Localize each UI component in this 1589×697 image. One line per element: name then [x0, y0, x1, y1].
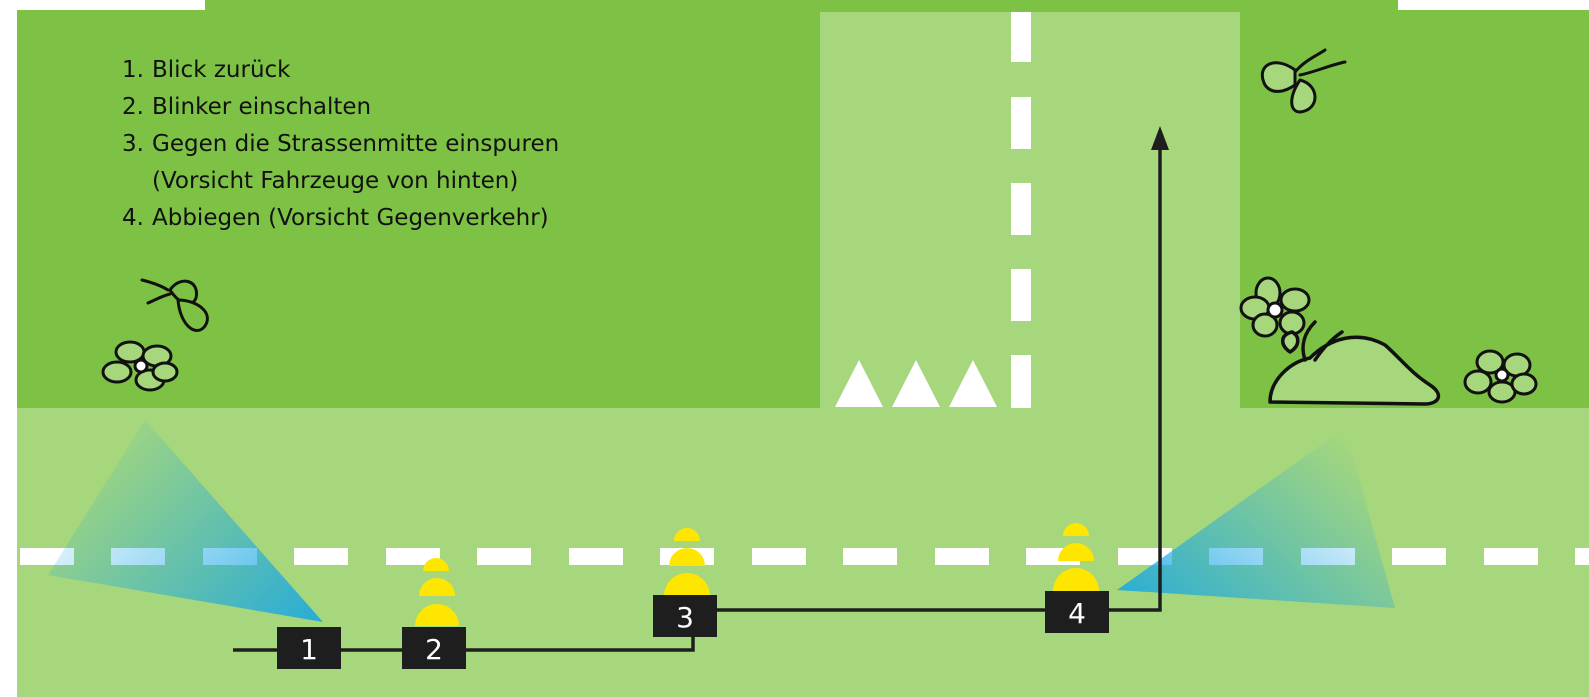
instruction-text: Blinker einschalten — [152, 94, 371, 120]
position-marker-3: 3 — [653, 595, 717, 637]
position-label-4: 4 — [1068, 597, 1086, 630]
instruction-number: 4. — [122, 200, 152, 237]
instruction-item-continuation: (Vorsicht Fahrzeuge von hinten) — [122, 163, 559, 200]
position-label-1: 1 — [300, 633, 318, 666]
instruction-number: 3. — [122, 126, 152, 163]
position-marker-2: 2 — [402, 627, 466, 669]
instruction-list: 1.Blick zurück 2.Blinker einschalten 3.G… — [122, 52, 559, 237]
instruction-text: Blick zurück — [152, 57, 290, 83]
give-way-triangles — [835, 360, 997, 407]
left-margin — [0, 0, 17, 697]
instruction-text: (Vorsicht Fahrzeuge von hinten) — [152, 168, 518, 194]
instruction-item: 4.Abbiegen (Vorsicht Gegenverkehr) — [122, 200, 559, 237]
instruction-number: 1. — [122, 52, 152, 89]
instruction-text: Abbiegen (Vorsicht Gegenverkehr) — [152, 205, 549, 231]
position-marker-1: 1 — [277, 627, 341, 669]
instruction-text: Gegen die Strassenmitte einspuren — [152, 131, 559, 157]
instruction-item: 1.Blick zurück — [122, 52, 559, 89]
top-right-notch — [1398, 0, 1589, 10]
position-label-3: 3 — [676, 601, 694, 634]
instruction-item: 2.Blinker einschalten — [122, 89, 559, 126]
top-left-notch — [0, 0, 205, 10]
position-marker-4: 4 — [1045, 591, 1109, 633]
instruction-number: 2. — [122, 89, 152, 126]
instruction-item: 3.Gegen die Strassenmitte einspuren — [122, 126, 559, 163]
position-label-2: 2 — [425, 633, 443, 666]
